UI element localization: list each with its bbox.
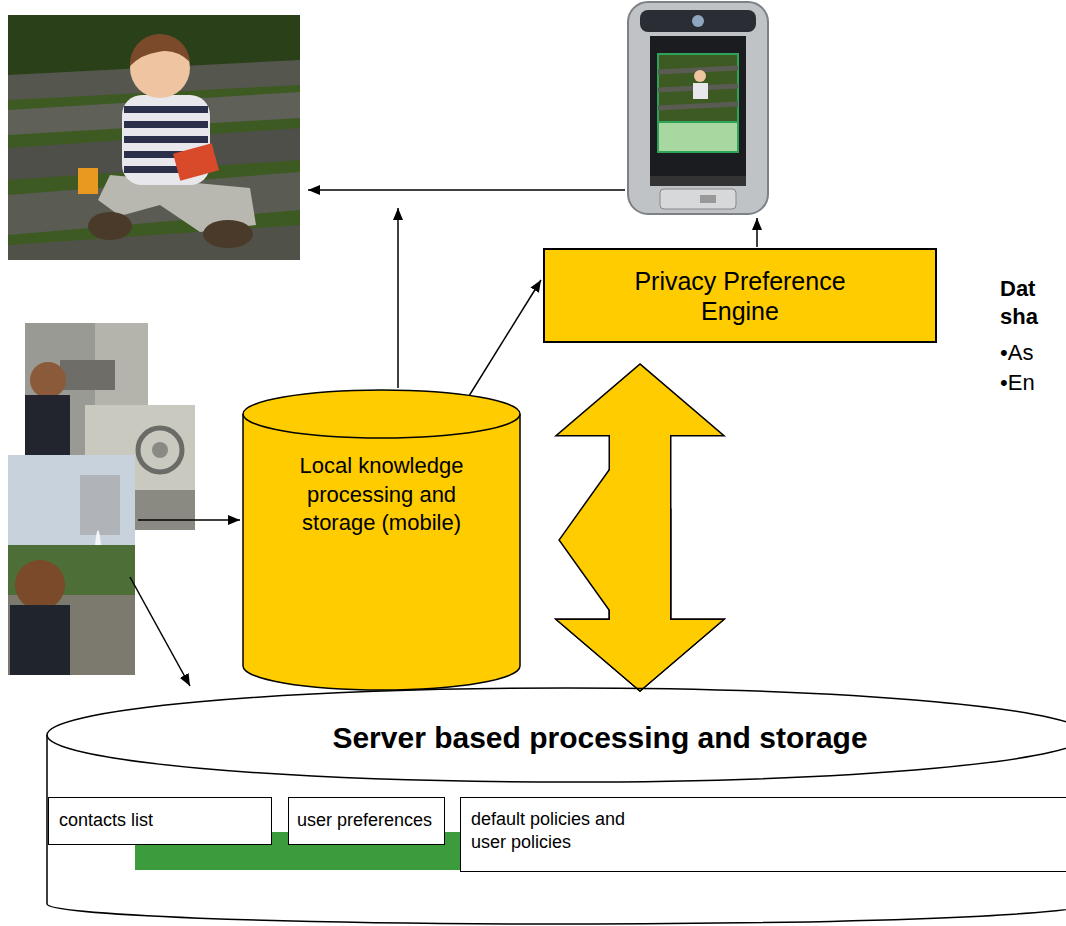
arrow-outlines (558, 365, 722, 690)
node-label: user preferences (297, 810, 436, 832)
cylinder-body (243, 390, 520, 690)
data-box: default policies and user policies (460, 797, 1066, 872)
arrow-line (756, 218, 758, 247)
block-arrow (558, 470, 722, 690)
thin-connectors (459, 280, 541, 412)
arrow-line (130, 577, 190, 686)
region-title: Server based processing and storage (47, 720, 1066, 756)
child-photo (8, 15, 300, 260)
node-label: Local knowledge processing and storage (… (294, 452, 469, 538)
server-cylinder: contacts list user preferences default pol… (47, 688, 1066, 924)
node-label: Privacy Preference Engine (605, 266, 875, 326)
block-arrow (558, 365, 722, 690)
data-box: contacts list (48, 797, 272, 845)
side-note: •En (1000, 370, 1035, 396)
arrow-line (397, 208, 399, 388)
arrow-line (308, 189, 625, 191)
side-note: sha (1000, 304, 1038, 330)
storage-cylinder: Local knowledge processing and storage (… (243, 390, 520, 690)
cylinder-outline (243, 390, 520, 690)
photo-thumbnail (8, 455, 135, 675)
side-note: •As (1000, 340, 1033, 366)
node-label: contacts list (59, 810, 261, 832)
process-box: Privacy Preference Engine (543, 248, 937, 343)
node-label: default policies and user policies (471, 808, 656, 855)
data-box: user preferences (288, 797, 445, 845)
phone-illustration (628, 2, 768, 214)
side-note: Dat (1000, 276, 1035, 302)
cylinder-rim (243, 414, 520, 438)
arrow-fills (558, 365, 722, 690)
connector-arrow (459, 280, 541, 412)
arrow-line (138, 519, 240, 521)
block-arrow-outline (558, 365, 722, 690)
